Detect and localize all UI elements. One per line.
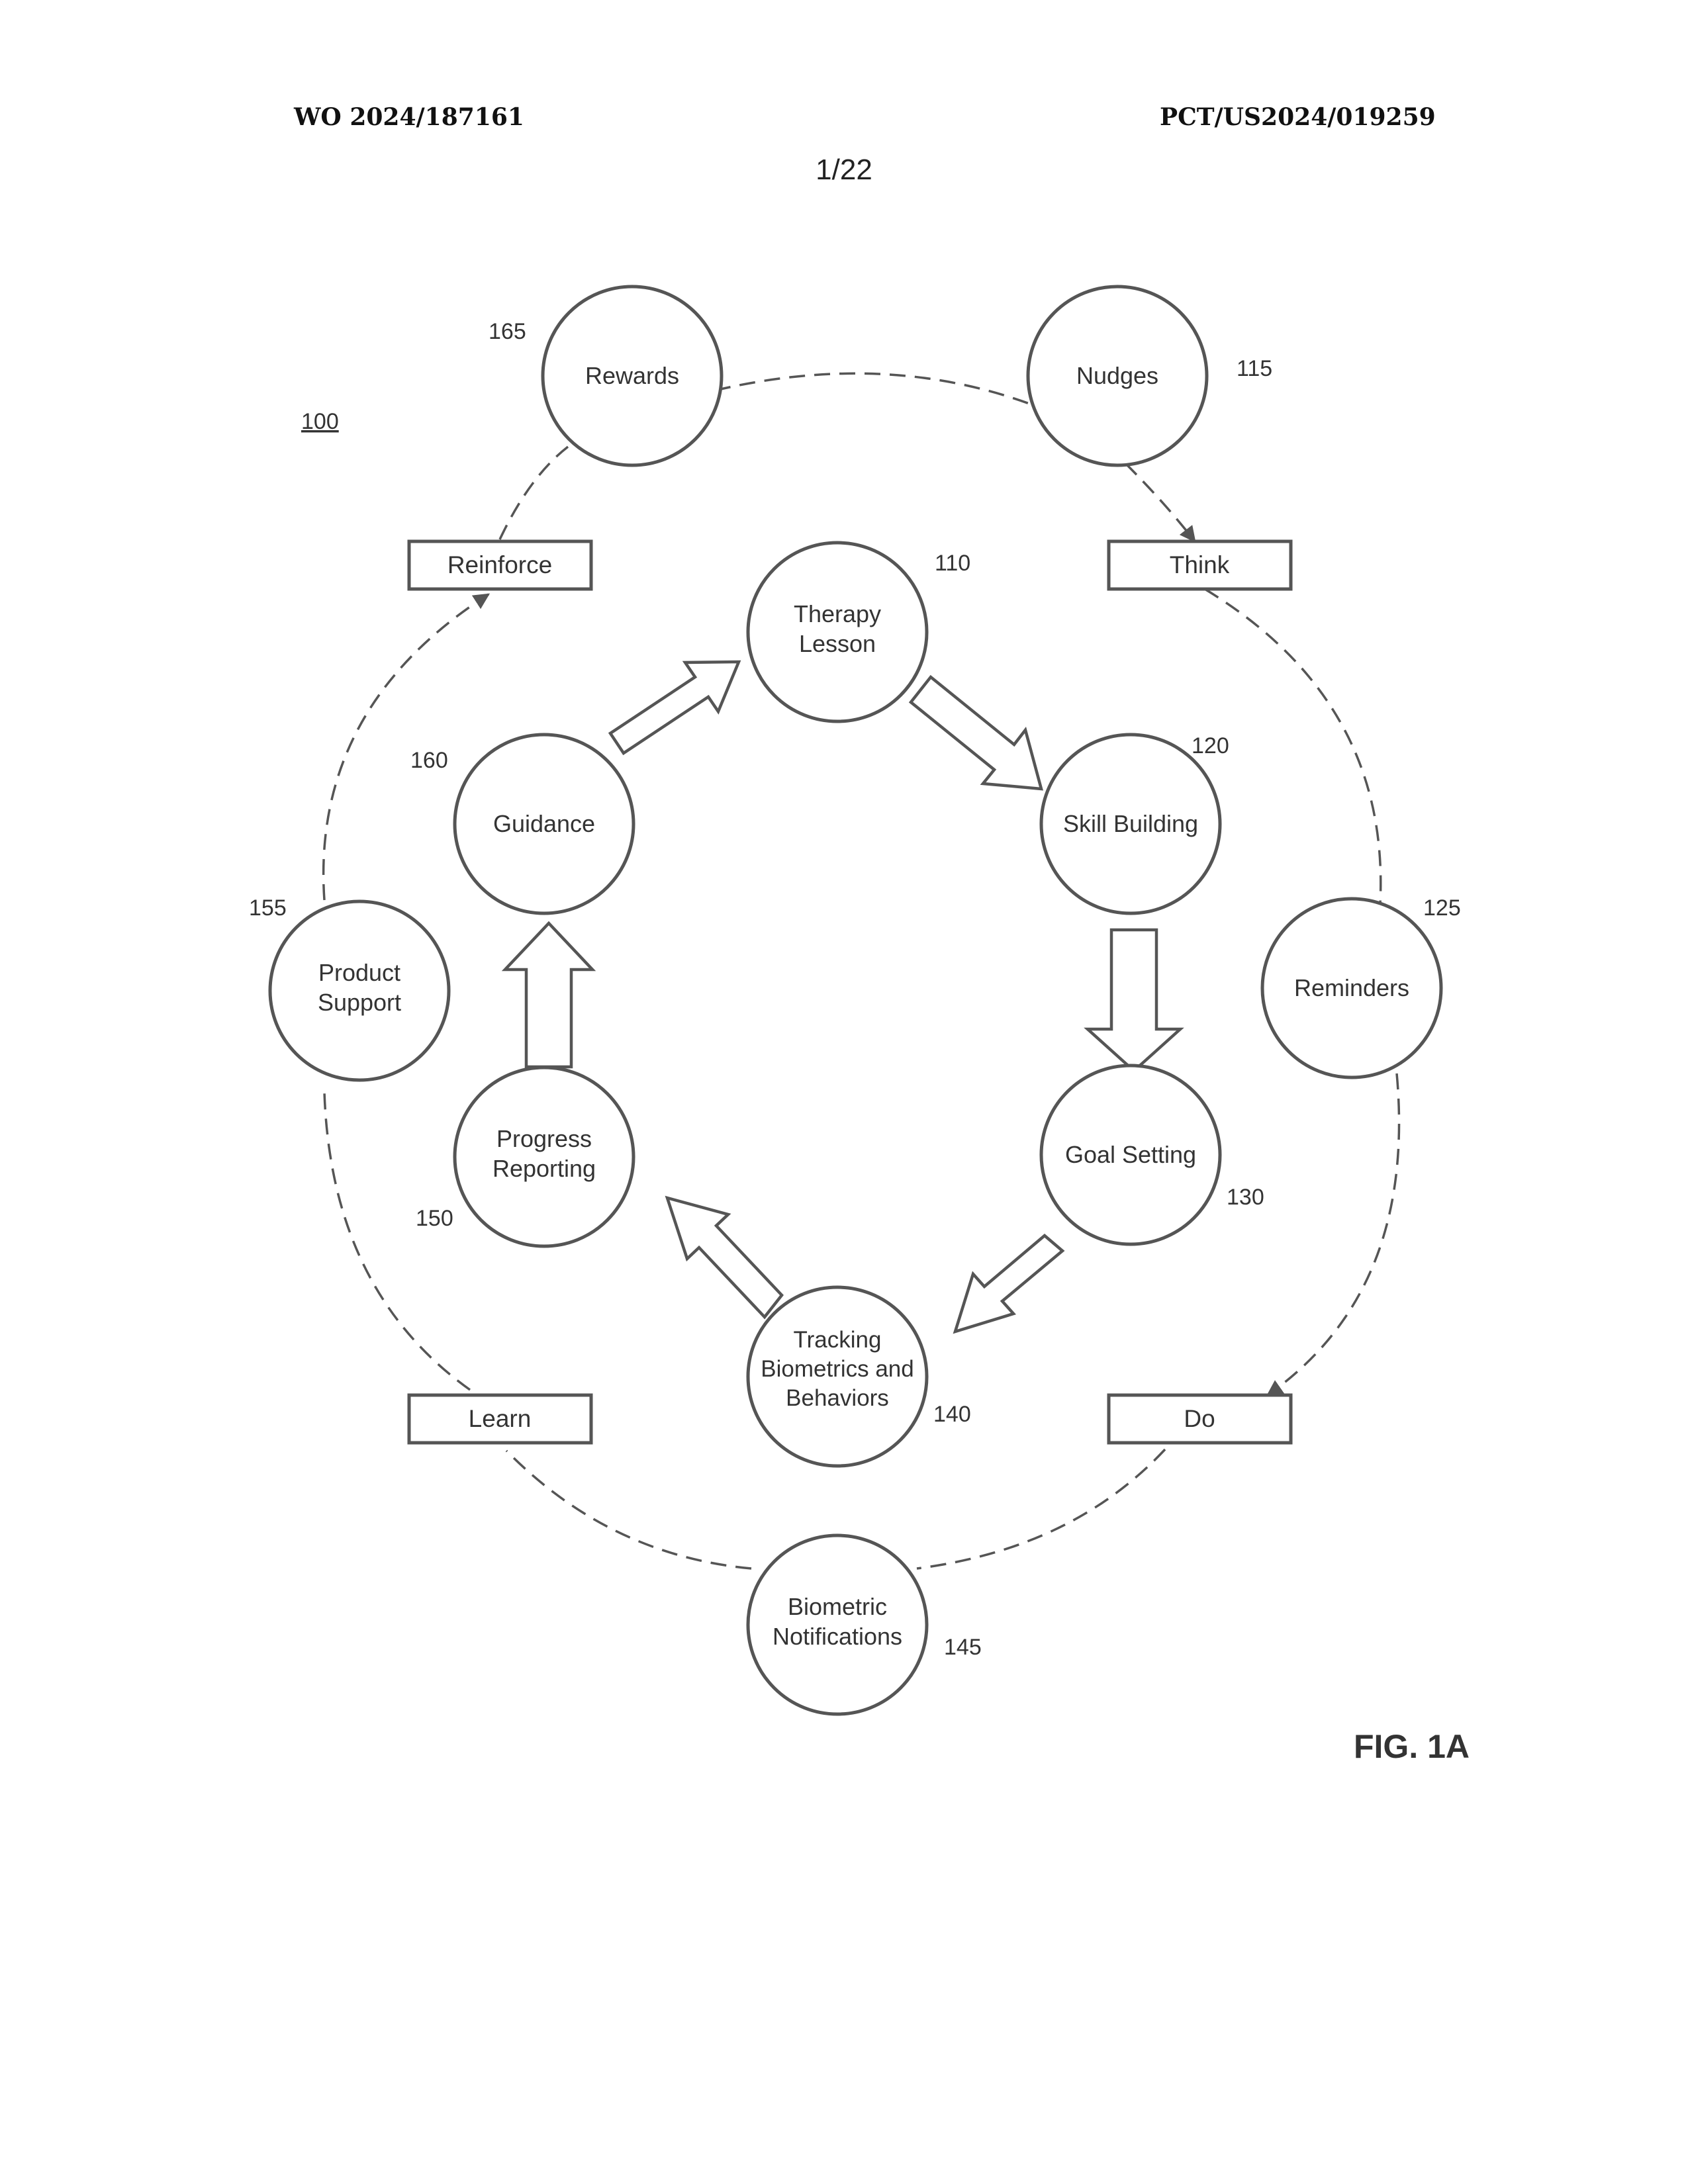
connector-reinforce-rewards [500,447,568,539]
node-goal-setting: Goal Setting [1041,1066,1220,1244]
connector-notifications-learn [506,1451,751,1569]
node-label-biometric-notifications-2: Notifications [773,1623,902,1650]
node-rewards: Rewards [543,287,722,465]
node-skill-building: Skill Building [1041,735,1220,913]
node-label-product-support-2: Support [318,989,401,1016]
ref-130: 130 [1227,1185,1264,1210]
phase-label-learn: Learn [469,1405,532,1432]
phase-label-do: Do [1184,1405,1215,1432]
node-tracking-biometrics: Tracking Biometrics and Behaviors [748,1287,927,1466]
ref-145: 145 [944,1635,982,1660]
connector-think-reminders [1205,589,1381,903]
arrow-guidance-to-therapy [610,662,739,753]
node-biometric-notifications: Biometric Notifications [748,1535,927,1714]
node-label-skill-building: Skill Building [1063,810,1198,837]
ref-140: 140 [933,1402,971,1427]
node-label-progress-reporting-2: Reporting [492,1155,596,1182]
ref-160: 160 [410,748,448,773]
node-label-therapy-lesson-1: Therapy [794,600,881,627]
node-label-progress-reporting-1: Progress [496,1125,592,1152]
node-label-biometric-notifications-1: Biometric [788,1593,887,1620]
connector-do-notifications [917,1449,1165,1569]
connector-nudges-think [1125,463,1195,541]
ref-125: 125 [1423,895,1461,921]
ref-120: 120 [1192,733,1229,758]
connector-reminders-do [1268,1073,1399,1395]
arrow-progress-to-guidance [505,923,592,1067]
arrow-goal-to-tracking [955,1236,1062,1332]
node-label-guidance: Guidance [493,810,595,837]
ref-150: 150 [416,1206,453,1231]
node-label-reminders: Reminders [1294,974,1409,1001]
node-therapy-lesson: Therapy Lesson [748,543,927,721]
node-reminders: Reminders [1262,899,1441,1077]
connector-learn-support [324,1092,470,1390]
node-label-product-support-1: Product [318,959,400,986]
node-product-support: Product Support [270,901,449,1080]
node-label-tracking-2: Biometrics and [761,1356,914,1382]
ref-100: 100 [301,409,339,434]
phase-label-reinforce: Reinforce [447,551,552,578]
arrow-skill-to-goal [1088,930,1180,1071]
phase-label-think: Think [1170,551,1230,578]
node-progress-reporting: Progress Reporting [455,1068,633,1246]
arrow-tracking-to-progress [667,1198,782,1317]
node-nudges: Nudges [1028,287,1207,465]
ref-155: 155 [249,895,287,921]
node-label-goal-setting: Goal Setting [1065,1141,1196,1168]
node-label-nudges: Nudges [1076,362,1158,389]
figure-label: FIG. 1A [1354,1728,1470,1765]
node-label-rewards: Rewards [585,362,679,389]
node-label-tracking-3: Behaviors [786,1385,889,1411]
ref-115: 115 [1237,356,1272,381]
arrow-therapy-to-skill [911,677,1041,789]
ref-110: 110 [935,551,970,576]
node-label-tracking-1: Tracking [794,1327,882,1353]
ref-165: 165 [489,319,526,344]
connector-rewards-nudges [715,373,1029,404]
node-guidance: Guidance [455,735,633,913]
node-label-therapy-lesson-2: Lesson [799,630,876,657]
